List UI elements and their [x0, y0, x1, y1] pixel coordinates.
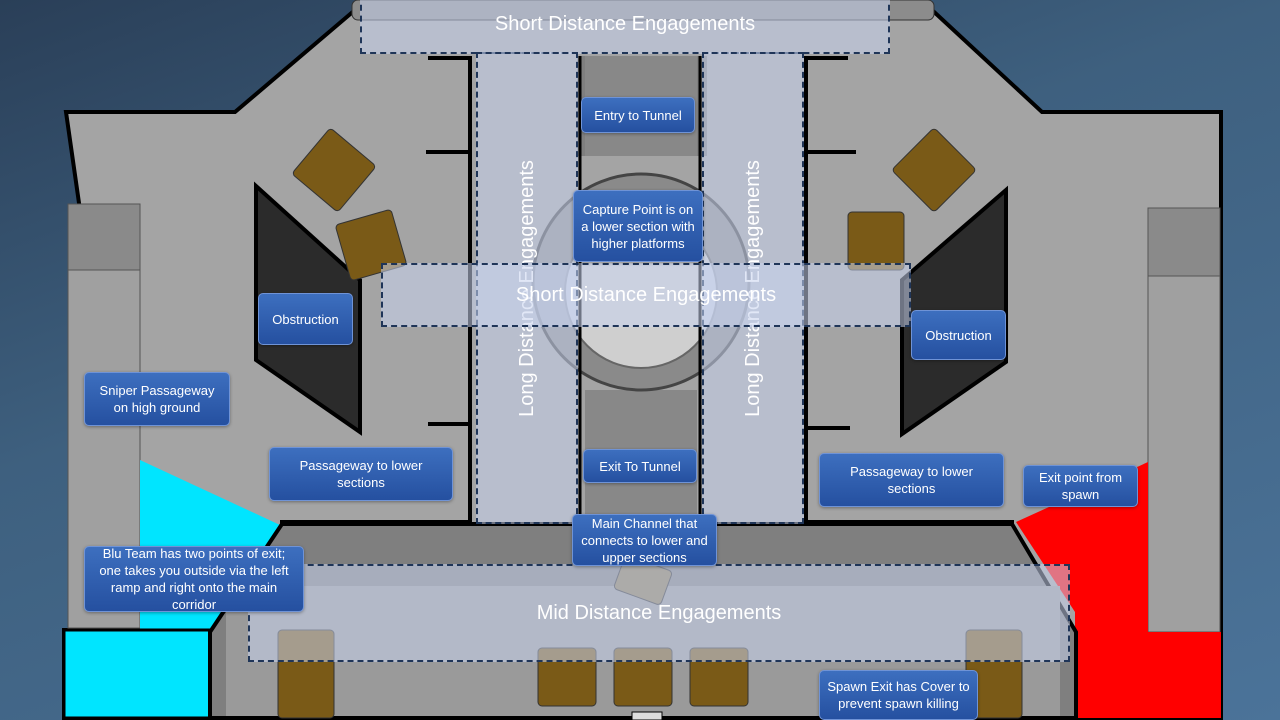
blu-spawn-room [62, 628, 216, 720]
crate [847, 211, 905, 271]
bottom-door [631, 711, 663, 720]
callout-exit-spawn: Exit point from spawn [1023, 465, 1138, 507]
callout-entry-tunnel: Entry to Tunnel [581, 97, 695, 133]
right-gallery-lower [1147, 275, 1221, 633]
callout-exit-tunnel: Exit To Tunnel [583, 449, 697, 483]
callout-sniper-passageway: Sniper Passageway on high ground [84, 372, 230, 426]
callout-obstruction-right: Obstruction [911, 310, 1006, 360]
crate [892, 128, 976, 212]
callout-passageway-right: Passageway to lower sections [819, 453, 1004, 507]
callout-main-channel: Main Channel that connects to lower and … [572, 514, 717, 566]
zone-top-short-distance: Short Distance Engagements [360, 0, 890, 54]
red-spawn-area [1016, 462, 1221, 718]
crate [335, 209, 407, 281]
callout-spawn-exit-cover: Spawn Exit has Cover to prevent spawn ki… [819, 670, 978, 720]
callout-blu-team: Blu Team has two points of exit; one tak… [84, 546, 304, 612]
wall-top-left [428, 56, 472, 332]
callout-capture-point: Capture Point is on a lower section with… [573, 190, 703, 262]
zone-center-short-distance: Short Distance Engagements [381, 263, 911, 327]
right-gallery-upper [1147, 207, 1221, 277]
wall-top-right [804, 56, 848, 332]
callout-passageway-left: Passageway to lower sections [269, 447, 453, 501]
left-gallery-upper [67, 203, 141, 271]
zone-mid-distance: Mid Distance Engagements [248, 564, 1070, 662]
callout-obstruction-left: Obstruction [258, 293, 353, 345]
crate [292, 128, 376, 212]
